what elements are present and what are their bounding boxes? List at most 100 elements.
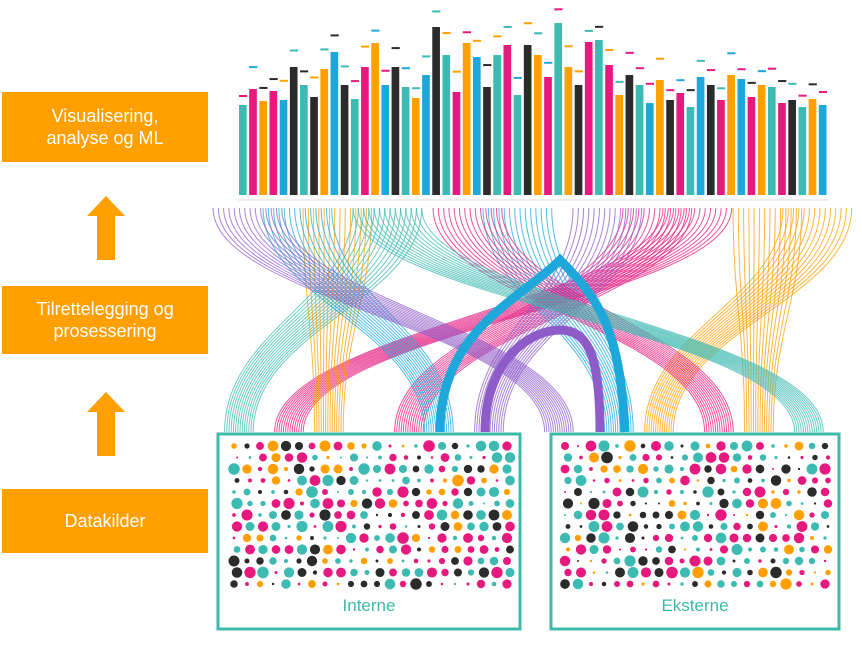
data-dot (479, 521, 489, 532)
data-dot (588, 497, 600, 510)
bar (513, 95, 522, 195)
flow-line (230, 207, 370, 433)
data-dot (721, 570, 727, 575)
data-dot (650, 440, 662, 452)
data-dot (397, 486, 409, 498)
data-dot (793, 509, 805, 521)
bar (595, 40, 603, 195)
data-dot (808, 442, 816, 450)
flow-line (340, 207, 367, 433)
data-dot (257, 466, 263, 472)
bar (462, 43, 471, 195)
data-dot (642, 453, 650, 462)
source-label-external: Eksterne (661, 596, 729, 615)
data-dot (575, 544, 587, 555)
data-dot (242, 533, 252, 543)
flow-line (224, 207, 354, 433)
data-dot (627, 566, 639, 579)
data-dot (585, 440, 597, 452)
flow-line (657, 207, 816, 433)
data-dot (716, 441, 726, 451)
bar-cap (401, 67, 410, 70)
data-dot (811, 477, 819, 484)
data-dot (823, 499, 833, 508)
data-dot (426, 567, 438, 578)
data-dot (454, 454, 462, 461)
flow-line (322, 207, 325, 433)
data-dot (489, 556, 499, 566)
data-dot (626, 465, 634, 473)
data-dot (823, 559, 827, 563)
data-dot (637, 463, 649, 475)
bar (645, 103, 654, 195)
data-dot (360, 557, 368, 565)
bar-cap (564, 45, 573, 48)
data-dot (494, 547, 500, 552)
data-dot (349, 467, 353, 471)
bar-cap (472, 39, 482, 42)
bar-cap (554, 8, 563, 11)
data-dot (588, 452, 600, 463)
data-dot (589, 559, 593, 563)
flow-line (248, 207, 412, 433)
bar-cap (422, 55, 431, 58)
data-dot (333, 441, 343, 451)
data-dot (436, 509, 448, 521)
flow-line (752, 207, 755, 433)
data-dot (306, 486, 318, 498)
data-dot (709, 548, 713, 551)
data-dot (664, 510, 674, 520)
data-dot (284, 545, 294, 554)
data-dot (588, 521, 600, 532)
flow-line (283, 207, 434, 433)
data-dot (598, 440, 610, 452)
data-dot (242, 464, 252, 474)
data-dot (241, 509, 253, 521)
flow-line (333, 207, 352, 433)
data-dot (400, 544, 412, 555)
data-dot (598, 532, 610, 544)
data-dot (755, 533, 765, 543)
data-dot (664, 464, 674, 474)
data-dot (615, 536, 619, 540)
data-dot (657, 502, 661, 505)
bar (564, 67, 573, 195)
data-dot (747, 547, 753, 552)
bar-cap (452, 70, 461, 73)
bar (584, 42, 593, 195)
data-dot (630, 546, 636, 553)
data-dot (313, 525, 317, 528)
flow-line (338, 207, 362, 433)
data-dot (691, 534, 699, 542)
data-dot (335, 520, 347, 533)
flow-line (670, 207, 847, 433)
data-dot (306, 555, 318, 567)
data-dot (234, 478, 240, 483)
data-dot (826, 525, 830, 528)
data-dot (438, 465, 446, 473)
data-dot (430, 456, 434, 459)
flow-line (235, 207, 380, 433)
data-dot (787, 478, 791, 483)
bar-cap (340, 65, 349, 68)
flow-line (519, 207, 621, 433)
data-dot (482, 455, 486, 460)
data-dot (378, 479, 382, 482)
bar (808, 99, 817, 195)
flow-line (766, 207, 787, 433)
data-dot (293, 463, 305, 475)
data-dot (729, 533, 739, 543)
bar (239, 105, 247, 195)
data-dot (428, 546, 436, 553)
data-dot (716, 556, 726, 566)
bar (432, 27, 440, 195)
data-dot (336, 475, 346, 486)
flow-line (655, 207, 810, 433)
data-dot (589, 544, 599, 555)
data-dot (615, 444, 619, 448)
data-dot (440, 453, 450, 462)
data-dot (361, 443, 367, 449)
data-dot (230, 580, 238, 588)
data-dot (247, 500, 253, 507)
